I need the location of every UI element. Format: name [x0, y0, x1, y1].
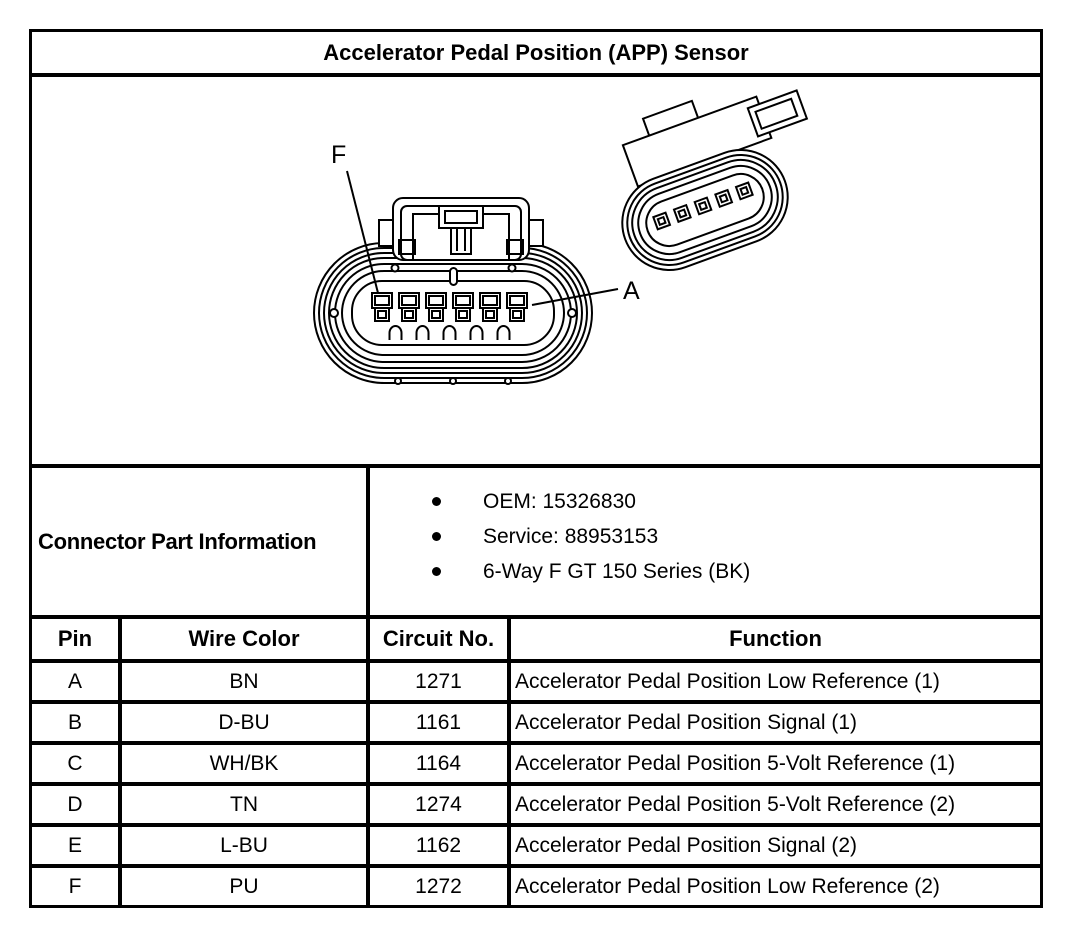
function-cell: Accelerator Pedal Position Signal (2)	[511, 823, 1040, 864]
connector-3d-view	[621, 89, 809, 271]
part-info-item-text: 6-Way F GT 150 Series (BK)	[483, 559, 751, 583]
part-info-section: Connector Part Information OEM: 15326830…	[32, 468, 1040, 619]
connector-diagram-art: F A	[313, 89, 809, 385]
connector-diagram: F A	[32, 77, 1040, 468]
pin-label-a: A	[623, 277, 640, 305]
function-cell: Accelerator Pedal Position 5-Volt Refere…	[511, 741, 1040, 782]
circuit-no-cell: 1272	[370, 864, 511, 905]
leader-line-a	[531, 288, 619, 306]
bullet-icon	[432, 567, 441, 576]
pin-label-f: F	[331, 141, 346, 169]
part-info-item: Service: 88953153	[370, 519, 1040, 554]
connector-face-view	[313, 197, 593, 385]
wire-color-cell: PU	[122, 864, 370, 905]
pin-table: Pin Wire Color Circuit No. Function A BN…	[32, 619, 1040, 905]
circuit-no-cell: 1164	[370, 741, 511, 782]
circuit-no-cell: 1274	[370, 782, 511, 823]
part-info-item: 6-Way F GT 150 Series (BK)	[370, 554, 1040, 589]
pin-cell: E	[32, 823, 122, 864]
connector-info-sheet: Accelerator Pedal Position (APP) Sensor	[29, 29, 1043, 908]
function-cell: Accelerator Pedal Position Signal (1)	[511, 700, 1040, 741]
wire-color-cell: D-BU	[122, 700, 370, 741]
pin-cell: D	[32, 782, 122, 823]
part-info-item-text: OEM: 15326830	[483, 489, 636, 513]
wire-color-cell: L-BU	[122, 823, 370, 864]
bullet-icon	[432, 532, 441, 541]
cavity-arches	[388, 325, 511, 340]
leader-line-f	[346, 170, 379, 294]
part-info-item-text: Service: 88953153	[483, 524, 659, 548]
pin-cell: A	[32, 659, 122, 700]
column-header-circuit-no: Circuit No.	[370, 619, 511, 659]
keyway	[449, 267, 458, 286]
wire-color-cell: TN	[122, 782, 370, 823]
wire-color-cell: WH/BK	[122, 741, 370, 782]
page-title: Accelerator Pedal Position (APP) Sensor	[32, 32, 1040, 77]
connector-lock-tower	[378, 197, 544, 261]
terminal-cavities	[371, 292, 528, 322]
function-cell: Accelerator Pedal Position Low Reference…	[511, 864, 1040, 905]
part-info-item: OEM: 15326830	[370, 484, 1040, 519]
pin-cell: B	[32, 700, 122, 741]
bullet-icon	[432, 497, 441, 506]
wire-color-cell: BN	[122, 659, 370, 700]
column-header-pin: Pin	[32, 619, 122, 659]
column-header-wire-color: Wire Color	[122, 619, 370, 659]
pin-cell: F	[32, 864, 122, 905]
part-info-label: Connector Part Information	[32, 468, 370, 615]
circuit-no-cell: 1161	[370, 700, 511, 741]
circuit-no-cell: 1271	[370, 659, 511, 700]
column-header-function: Function	[729, 626, 822, 651]
function-cell: Accelerator Pedal Position Low Reference…	[511, 659, 1040, 700]
circuit-no-cell: 1162	[370, 823, 511, 864]
pin-cell: C	[32, 741, 122, 782]
part-info-list: OEM: 15326830 Service: 88953153 6-Way F …	[370, 468, 1040, 615]
function-cell: Accelerator Pedal Position 5-Volt Refere…	[511, 782, 1040, 823]
